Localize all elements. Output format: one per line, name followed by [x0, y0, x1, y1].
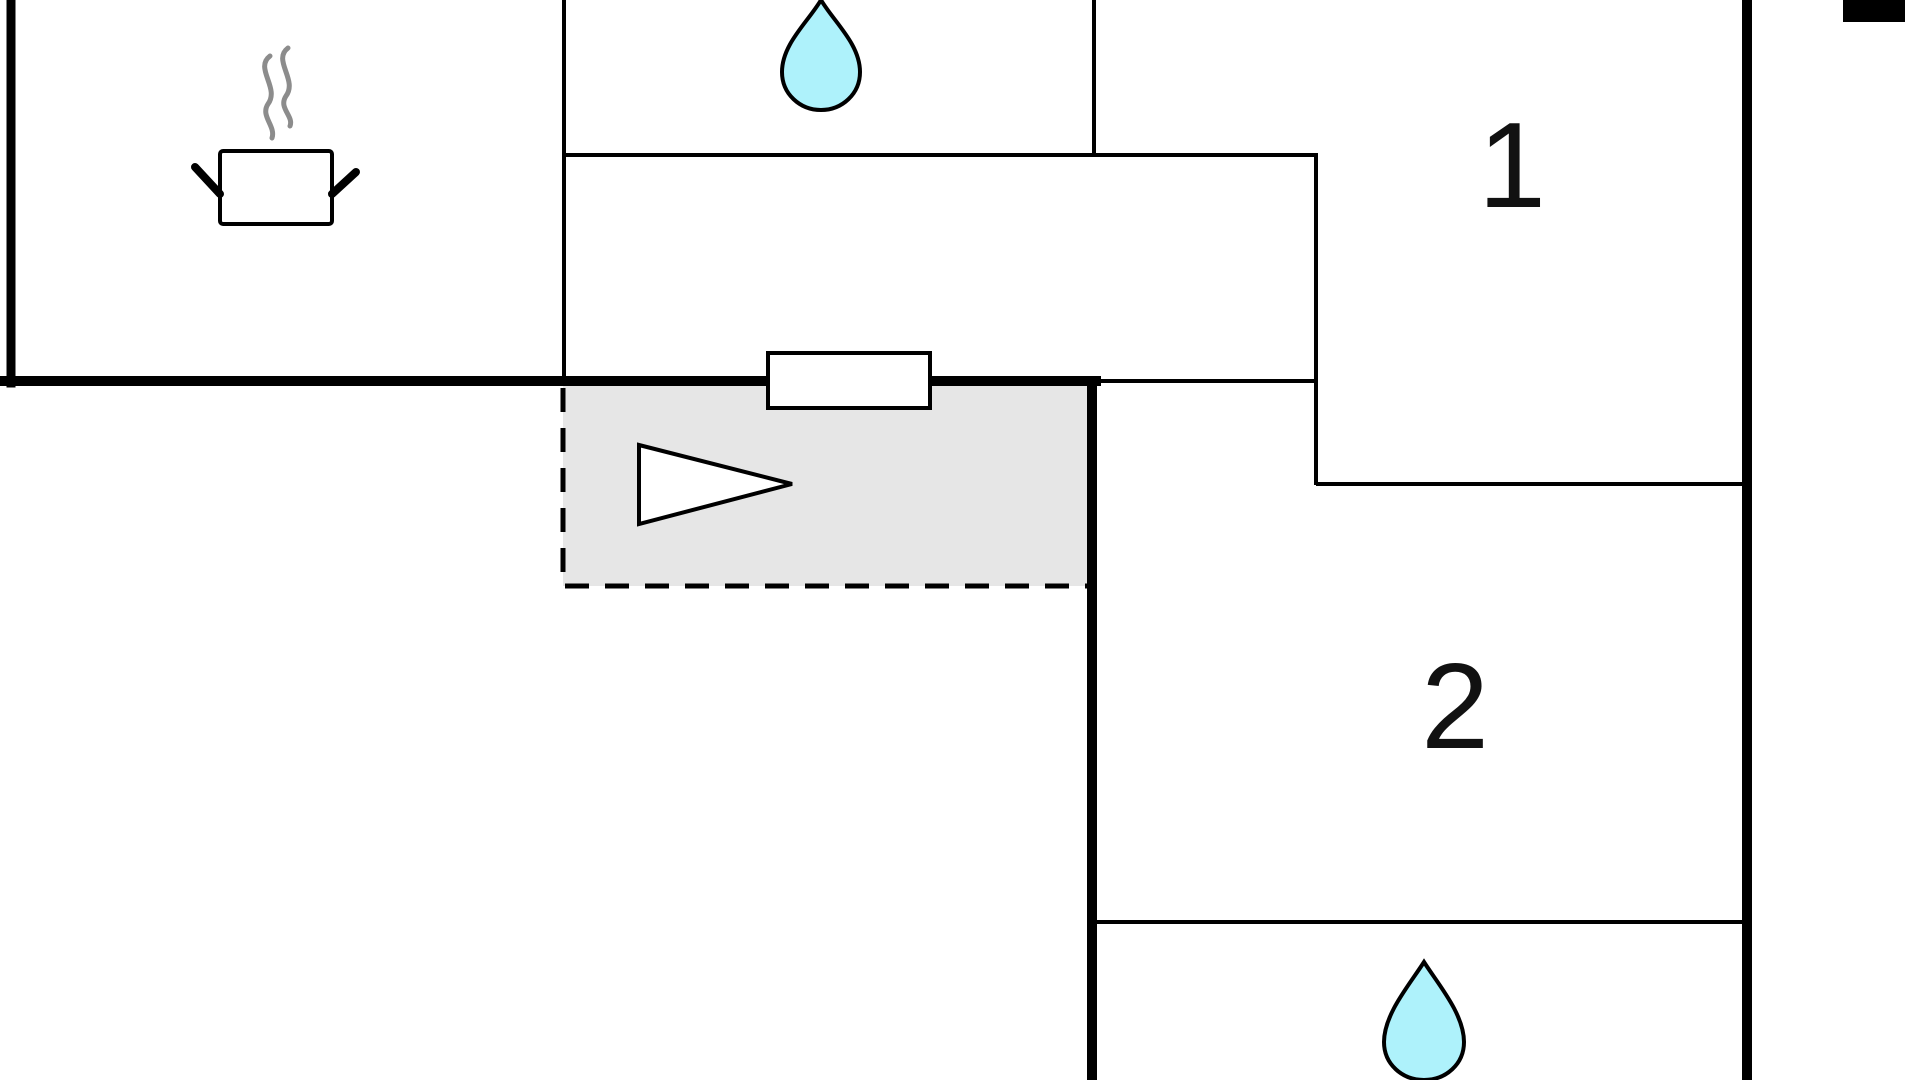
pot-handle-right — [328, 168, 360, 198]
steam-line-left — [262, 53, 276, 141]
steam-line-right — [280, 45, 294, 129]
entrance-arrow-icon — [637, 442, 793, 527]
cooking-pot-icon — [191, 45, 360, 226]
pot-body — [218, 149, 334, 226]
window-icon — [766, 351, 932, 410]
room-number-1: 1 — [1478, 97, 1546, 233]
water-drop-icon — [779, 0, 863, 113]
room-number-2: 2 — [1421, 638, 1489, 774]
wall-top-right-stub — [1843, 0, 1905, 22]
interior-walls — [562, 0, 1747, 924]
water-drop-icon — [1381, 958, 1467, 1080]
pot-handle-left — [191, 163, 224, 198]
